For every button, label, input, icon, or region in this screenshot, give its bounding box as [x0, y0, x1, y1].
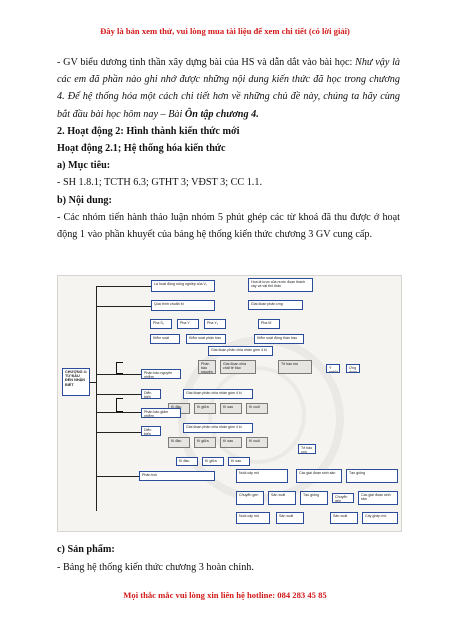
diagram-box: Ứng dụng	[346, 364, 360, 373]
diagram-box: Nuôi cấy mô	[236, 469, 288, 483]
diagram-box: Phân bào nguyên nhiễm	[141, 369, 181, 379]
diagram-box: Giai đoạn phân chia nhân gồm 4 kì	[183, 389, 253, 399]
knowledge-diagram: CHƯƠNG 4: TỪ ĐẦU ĐẾN NHẬN BIẾT Là hoạt đ…	[57, 275, 402, 532]
diagram-box: Quá trình chuẩn bị	[151, 300, 215, 311]
diagram-box: Pha Y₂	[204, 319, 226, 329]
goal-text: - SH 1.8.1; TCTH 6.3; GTHT 3; VĐST 3; CC…	[57, 177, 262, 189]
diagram-box: Kì cuối	[246, 437, 268, 448]
diagram-box: Kiểm soát	[150, 334, 180, 344]
footer-notice: Mọi thắc mắc vui lòng xin liên hệ hotlin…	[123, 590, 327, 600]
diagram-box: Tế bào mẹ	[278, 360, 312, 374]
diagram-box: Giai đoạn phân chia nhân gồm 4 kì	[183, 423, 253, 433]
diagram-box: Pha Y	[177, 319, 199, 329]
diagram-bracket	[116, 398, 123, 412]
heading-product: c) Sản phẩm:	[57, 544, 115, 555]
diagram-box: Sản xuất	[330, 512, 358, 524]
diagram-box: Các giai đoạn sinh sản	[296, 469, 342, 483]
diagram-box: Chuyển gen	[236, 491, 264, 505]
product-section: c) Sản phẩm: - Bảng hệ thống kiến thức c…	[57, 541, 400, 577]
diagram-box: Kì đầu	[168, 437, 190, 448]
heading-content: b) Nội dung:	[57, 194, 112, 206]
diagram-box: Là hoạt động nông nghiệp của V₁	[151, 280, 215, 292]
diagram-box: Pha M	[258, 319, 280, 329]
diagram-bracket	[116, 362, 123, 374]
diagram-box: Pha S₁	[150, 319, 172, 329]
diagram-box: Phân bào giảm nhiễm	[141, 408, 181, 418]
diagram-box: Cấy ghép mô	[362, 512, 398, 524]
diagram-box: Giai đoạn phân chia nhân gồm 4 kì	[208, 346, 273, 356]
intro-bold: Ôn tập chương 4.	[184, 108, 259, 120]
diagram-box: Kì cuối	[246, 403, 268, 414]
diagram-box: Hoa là lược của nước đoạn thành cây và v…	[248, 278, 313, 292]
diagram-box: Ý nghĩa	[326, 364, 340, 373]
diagram-box: Kì sau	[220, 437, 242, 448]
content-text: - Các nhóm tiến hành thảo luận nhóm 5 ph…	[57, 211, 400, 241]
diagram-box: Giai đoạn chia chất tế bào	[220, 360, 256, 374]
diagram-box: Diễn biến	[141, 389, 161, 399]
header-notice: Đây là bản xem thử, vui lòng mua tài liệ…	[100, 26, 350, 36]
product-text: - Bảng hệ thống kiến thức chương 3 hoàn …	[57, 562, 254, 573]
intro-italic: Như vậy là các em đã phần nào ghi nhớ đư…	[57, 57, 400, 120]
document-body: - GV biểu dương tinh thần xây dựng bài c…	[57, 54, 400, 243]
intro-paragraph: - GV biểu dương tinh thần xây dựng bài c…	[57, 54, 400, 123]
diagram-box: Kì giữa	[194, 437, 216, 448]
diagram-box: Kì giữa	[202, 457, 224, 466]
diagram-box: Giai đoạn phản ứng	[248, 300, 303, 310]
diagram-box: Kiểm soát phân bào	[186, 334, 226, 344]
watermark-seal-inner	[208, 366, 306, 464]
intro-text: - GV biểu dương tinh thần xây dựng bài c…	[57, 57, 356, 68]
diagram-box: Kì sau	[228, 457, 250, 466]
diagram-box: Kì sau	[220, 403, 242, 414]
diagram-box: Tạo giống	[300, 491, 328, 505]
diagram-box: Tạo giống	[346, 469, 398, 483]
diagram-box: Phân bào nguyên nhiễm	[198, 360, 216, 374]
diagram-box: Sản xuất	[268, 491, 296, 505]
diagram-box: Các giai đoạn sinh sản	[358, 491, 398, 505]
diagram-box: Tế bào con	[298, 444, 316, 454]
diagram-box: Phân tích	[139, 471, 215, 481]
heading-activity-2: 2. Hoạt động 2: Hình thành kiến thức mới	[57, 125, 240, 137]
diagram-box: Kì đầu	[176, 457, 198, 466]
diagram-box: Kiểm soát động thần bào	[254, 334, 304, 344]
diagram-box: Chuyển gen	[332, 493, 354, 503]
heading-goal: a) Mục tiêu:	[57, 160, 111, 172]
diagram-box: Diễn biến	[141, 426, 161, 436]
diagram-box: Nuôi cấy mô	[236, 512, 270, 524]
heading-activity-2-1: Hoạt động 2.1; Hệ thống hóa kiến thức	[57, 143, 226, 155]
diagram-root: CHƯƠNG 4: TỪ ĐẦU ĐẾN NHẬN BIẾT	[62, 368, 90, 396]
diagram-box: Kì giữa	[194, 403, 216, 414]
diagram-box: Sản xuất	[276, 512, 304, 524]
